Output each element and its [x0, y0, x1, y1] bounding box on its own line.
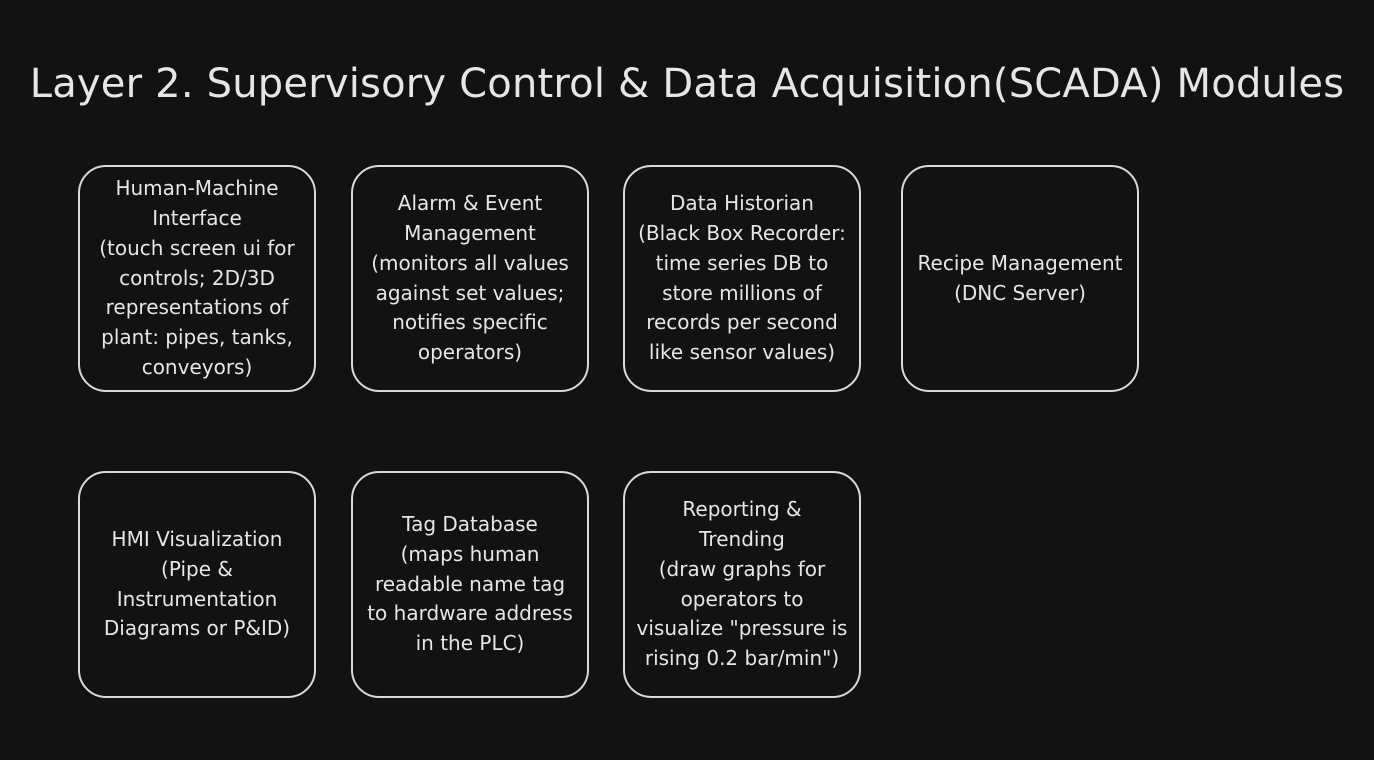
- module-label: HMI Visualization (Pipe & Instrumentatio…: [103, 526, 291, 641]
- module-box-human-machine-interface: Human-Machine Interface (touch screen ui…: [78, 165, 316, 392]
- module-box-alarm-event-management: Alarm & Event Management (monitors all v…: [351, 165, 589, 392]
- module-label: Tag Database (maps human readable name t…: [367, 512, 573, 656]
- diagram-title: Layer 2. Supervisory Control & Data Acqu…: [29, 61, 1345, 107]
- module-label: Alarm & Event Management (monitors all v…: [371, 191, 569, 365]
- module-label: Data Historian (Black Box Recorder: time…: [638, 191, 846, 365]
- module-box-reporting-trending: Reporting & Trending (draw graphs for op…: [623, 471, 861, 698]
- module-label: Recipe Management (DNC Server): [917, 250, 1123, 305]
- module-box-recipe-management: Recipe Management (DNC Server): [901, 165, 1139, 392]
- module-label: Human-Machine Interface (touch screen ui…: [99, 176, 295, 379]
- module-box-hmi-visualization: HMI Visualization (Pipe & Instrumentatio…: [78, 471, 316, 698]
- module-label: Reporting & Trending (draw graphs for op…: [636, 497, 848, 671]
- module-box-tag-database: Tag Database (maps human readable name t…: [351, 471, 589, 698]
- module-box-data-historian: Data Historian (Black Box Recorder: time…: [623, 165, 861, 392]
